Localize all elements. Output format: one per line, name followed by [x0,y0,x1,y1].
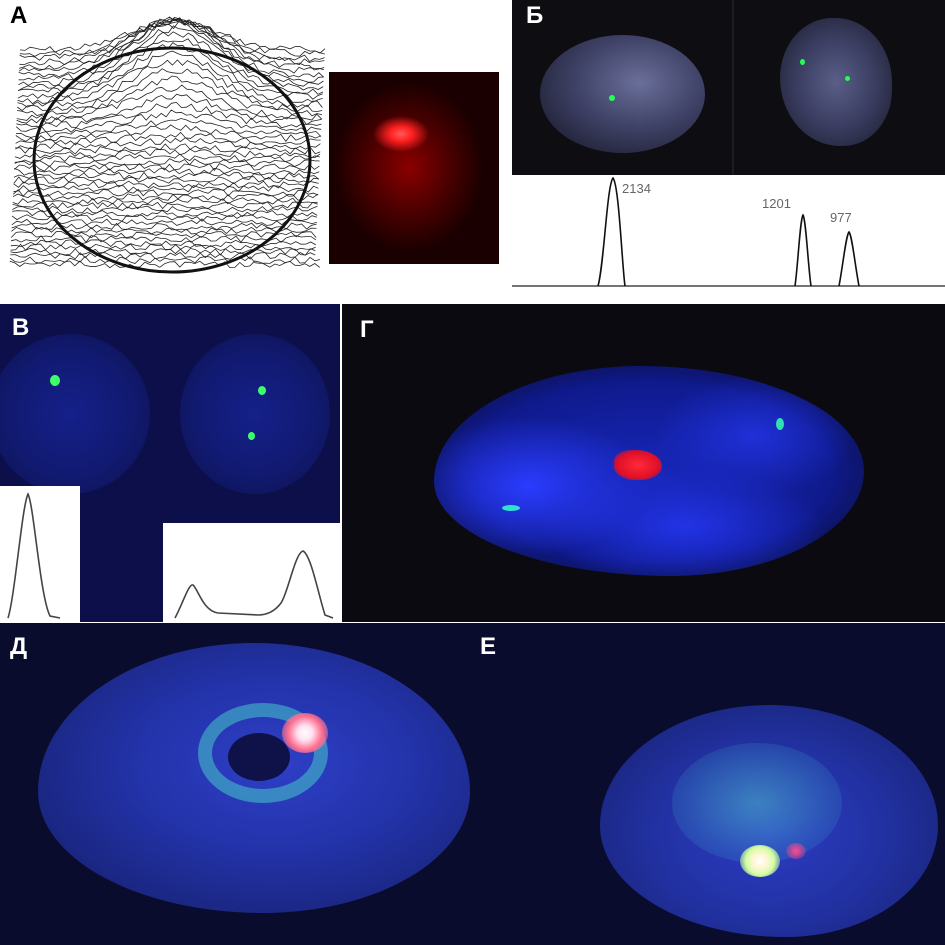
panel-d-label: Д [10,633,28,660]
panel-v-green-spot-3 [248,432,255,440]
panel-v: В [0,304,340,622]
panel-d: Д [0,623,472,945]
panel-b: 2134 1201 977 Б [512,0,945,300]
panel-b-nucleus-left [540,35,705,153]
panel-g-cyan-spot-1 [502,505,520,511]
panel-v-histogram-left [0,486,80,622]
panel-b-histogram [512,176,945,287]
panel-b-peak-label-3: 977 [830,210,852,225]
panel-g-label: Г [360,316,374,343]
panel-v-nucleus-right [180,334,330,494]
panel-e: Е [472,623,945,945]
panel-e-label: Е [480,633,497,660]
panel-g-red-signal [614,450,662,480]
panel-v-label: В [12,314,30,341]
panel-e-red-signal [786,843,806,859]
panel-e-bright-signal [740,845,780,877]
panel-b-green-spot-3 [845,76,850,81]
panel-a-nucleus-outline [32,46,312,274]
panel-b-peak-label-1: 2134 [622,181,651,196]
panel-v-histogram-right [163,523,340,622]
panel-b-green-spot-2 [800,59,805,65]
panel-a-label: А [10,2,28,29]
panel-b-green-spot-1 [609,95,615,101]
panel-b-divider [732,0,734,175]
panel-a-surface-plot [9,16,326,274]
panel-b-peak-label-2: 1201 [762,196,791,211]
panel-b-micrograph [512,0,945,175]
panel-b-label: Б [526,2,544,29]
panel-b-nucleus-right [780,18,892,146]
panel-a-red-image [329,72,499,264]
panel-g-cyan-spot-2 [776,418,784,430]
panel-a: А [0,0,505,300]
panel-e-cyan-speckle [672,743,842,863]
panel-d-dark-center [228,733,290,781]
panel-d-bright-signal [282,713,328,753]
panel-v-nucleus-left [0,334,150,494]
panel-v-green-spot-2 [258,386,266,395]
panel-v-green-spot-1 [50,375,60,386]
panel-g: Г [342,304,945,622]
